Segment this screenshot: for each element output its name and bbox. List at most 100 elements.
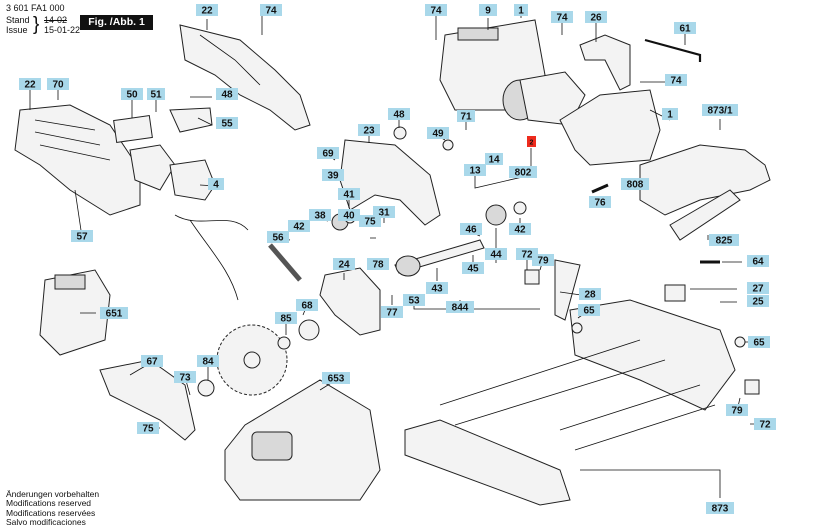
parallel-guide [639, 144, 771, 241]
part-number: 13 [469, 166, 481, 177]
part-number: 45 [467, 264, 479, 275]
part-number: 25 [752, 297, 764, 308]
part-label-box [322, 372, 350, 384]
part-label-74: 74 [665, 74, 687, 87]
figure-label: Fig. /Abb. 1 [80, 15, 153, 30]
part-number: 41 [343, 190, 355, 201]
part-label-72: 72 [754, 418, 776, 431]
part-number: 55 [221, 119, 233, 130]
part-label-67: 67 [141, 355, 163, 368]
part-number: 78 [372, 260, 384, 271]
part-number: 48 [393, 110, 405, 121]
part-label-873: 873 [706, 502, 734, 515]
part-label-9: 9 [479, 4, 497, 17]
part-label-box [747, 282, 769, 294]
part-label-28: 28 [579, 288, 601, 301]
part-label-box [322, 169, 344, 181]
part-label-64: 64 [747, 255, 769, 268]
part-label-box [709, 234, 739, 246]
part-number: 808 [627, 180, 644, 191]
part-label-651: 651 [100, 307, 128, 320]
part-label-box [296, 299, 318, 311]
part-label-4: 4 [208, 178, 224, 191]
part-number: 873 [712, 504, 729, 515]
part-label-box [532, 254, 554, 266]
part-label-84: 84 [197, 355, 219, 368]
part-label-box [702, 104, 738, 116]
part-label-71: 71 [457, 110, 475, 123]
part-number: 651 [106, 309, 123, 320]
motor-callout: 2 [527, 136, 536, 147]
part-label-14: 14 [485, 153, 503, 166]
blade-guard [319, 267, 381, 336]
part-number: 74 [556, 13, 568, 24]
part-label-box [333, 258, 355, 270]
part-number: 72 [521, 250, 533, 261]
part-label-box [381, 306, 403, 318]
footer-line-en: Modifications reserved [6, 498, 92, 509]
part-label-22: 22 [19, 78, 41, 91]
part-number: 75 [142, 424, 154, 435]
part-label-85: 85 [275, 312, 297, 325]
part-number: 69 [322, 149, 334, 160]
part-number: 23 [363, 126, 375, 137]
part-label-box [585, 11, 607, 23]
part-number: 74 [430, 6, 442, 17]
charger [224, 379, 381, 501]
handle-shell [14, 104, 141, 216]
saw-blade [216, 324, 288, 396]
washers [197, 319, 320, 397]
part-label-box [358, 124, 380, 136]
part-number: 1 [518, 6, 524, 17]
part-label-65: 65 [748, 336, 770, 349]
part-label-box [309, 209, 331, 221]
part-label-box [216, 117, 238, 129]
part-label-box [579, 288, 601, 300]
part-label-74: 74 [260, 4, 282, 17]
part-number: 72 [759, 420, 771, 431]
part-label-802: 802 [509, 166, 537, 179]
part-label-box [621, 178, 649, 190]
hex-key [644, 38, 702, 62]
part-label-box [662, 108, 678, 120]
part-label-25: 25 [747, 295, 769, 308]
part-label-79: 79 [726, 404, 748, 417]
part-number: 825 [716, 236, 733, 247]
part-label-39: 39 [322, 169, 344, 182]
stand-value: 14-02 [44, 15, 68, 25]
motor-bracket [579, 34, 631, 91]
battery [39, 269, 111, 356]
issue-value: 15-01-22 [44, 25, 81, 35]
spindle [394, 239, 485, 277]
part-label-76: 76 [589, 196, 611, 209]
switch-block [113, 107, 216, 201]
part-number: 42 [514, 225, 526, 236]
motor [502, 71, 586, 126]
footer-disclaimer: Änderungen vorbehalten Modifications res… [6, 489, 99, 527]
footer-line-es: Salvo modificaciones [6, 516, 86, 527]
part-label-844: 844 [446, 301, 474, 314]
part-number: 50 [126, 90, 138, 101]
housing-half-left [179, 24, 311, 131]
part-label-69: 69 [317, 147, 339, 160]
part-number: 64 [752, 257, 764, 268]
part-number: 53 [408, 296, 420, 307]
part-label-24: 24 [333, 258, 355, 271]
part-label-box [19, 78, 41, 90]
part-number: 31 [378, 208, 390, 219]
part-label-box [47, 78, 69, 90]
part-label-56: 56 [267, 231, 289, 244]
part-number: 49 [432, 129, 444, 140]
part-number: 65 [583, 306, 595, 317]
header-brace: } [33, 14, 40, 35]
part-label-box [288, 220, 310, 232]
part-label-40: 40 [338, 209, 360, 222]
part-label-box [208, 178, 224, 190]
part-label-653: 653 [322, 372, 350, 385]
part-number: 22 [24, 80, 36, 91]
part-number: 9 [485, 6, 491, 17]
part-number: 71 [460, 112, 472, 123]
part-label-808: 808 [621, 178, 649, 191]
part-number: 67 [146, 357, 158, 368]
part-label-68: 68 [296, 299, 318, 312]
